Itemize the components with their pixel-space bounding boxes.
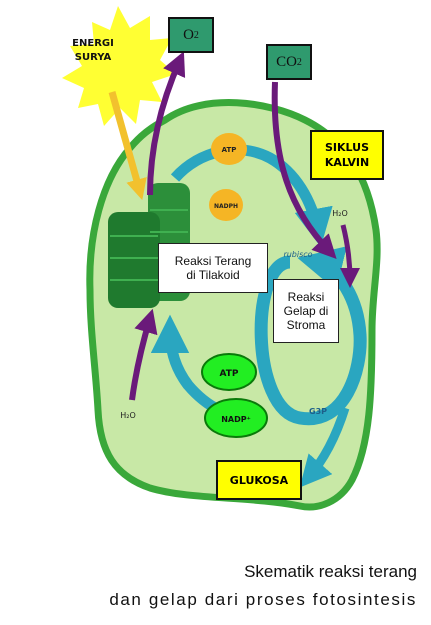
atp-molecule-top	[211, 133, 247, 165]
sun-label-line1: ENERGI	[72, 38, 114, 49]
o2-release-arrow	[147, 51, 186, 196]
sunlight-arrow	[108, 91, 147, 201]
nadp-bottom-label: NADP⁺	[221, 415, 251, 424]
glukosa-label: GLUKOSA	[229, 473, 289, 487]
atp-molecule-bottom	[201, 353, 257, 391]
nadph-top-label: NADPH	[214, 203, 238, 210]
glucose-arrow	[299, 406, 350, 488]
reaksi-terang-line1: Reaksi Terang	[174, 254, 252, 268]
caption-line1: Skematik reaksi terang	[244, 562, 417, 581]
glukosa-box: GLUKOSA	[216, 460, 302, 500]
h2o-left-label: H₂O	[120, 411, 136, 420]
rubisco-label: rubisco	[283, 250, 312, 259]
calvin-cycle-ring	[254, 246, 367, 426]
light-cycle-top-arrow	[170, 144, 333, 248]
nadp-molecule-bottom	[204, 398, 268, 438]
reaksi-terang-line2: di Tilakoid	[186, 268, 240, 282]
kalvin-line1: SIKLUS	[324, 141, 369, 154]
reaksi-gelap-line2: Gelap di	[283, 304, 329, 318]
siklus-kalvin-box: SIKLUS KALVIN	[310, 130, 384, 180]
o2-subscript: 2	[193, 29, 199, 41]
caption-line2: dan gelap dari proses fotosintesis	[109, 590, 417, 609]
sun-label-line2: SURYA	[74, 52, 112, 63]
sun-icon	[62, 6, 176, 126]
h2o-right-arrow	[339, 224, 360, 288]
reaksi-gelap-line3: Stroma	[286, 318, 326, 332]
nadph-molecule-top	[209, 189, 243, 221]
co2-input-arrow	[271, 81, 337, 259]
sun-label: ENERGI SURYA	[64, 34, 122, 68]
co2-label: CO	[276, 53, 297, 70]
h2o-left-arrow	[129, 308, 158, 401]
co2-subscript: 2	[296, 56, 302, 68]
kalvin-line2: KALVIN	[324, 156, 370, 169]
h2o-right-label: H₂O	[332, 209, 348, 218]
reaksi-gelap-line1: Reaksi	[287, 290, 325, 304]
reaksi-terang-box: Reaksi Terang di Tilakoid	[158, 243, 268, 293]
reaksi-gelap-box: Reaksi Gelap di Stroma	[273, 279, 339, 343]
o2-label: O	[183, 26, 194, 43]
g3p-label: G3P	[309, 407, 327, 416]
atp-bottom-label: ATP	[219, 369, 238, 379]
atp-top-label: ATP	[222, 146, 237, 154]
